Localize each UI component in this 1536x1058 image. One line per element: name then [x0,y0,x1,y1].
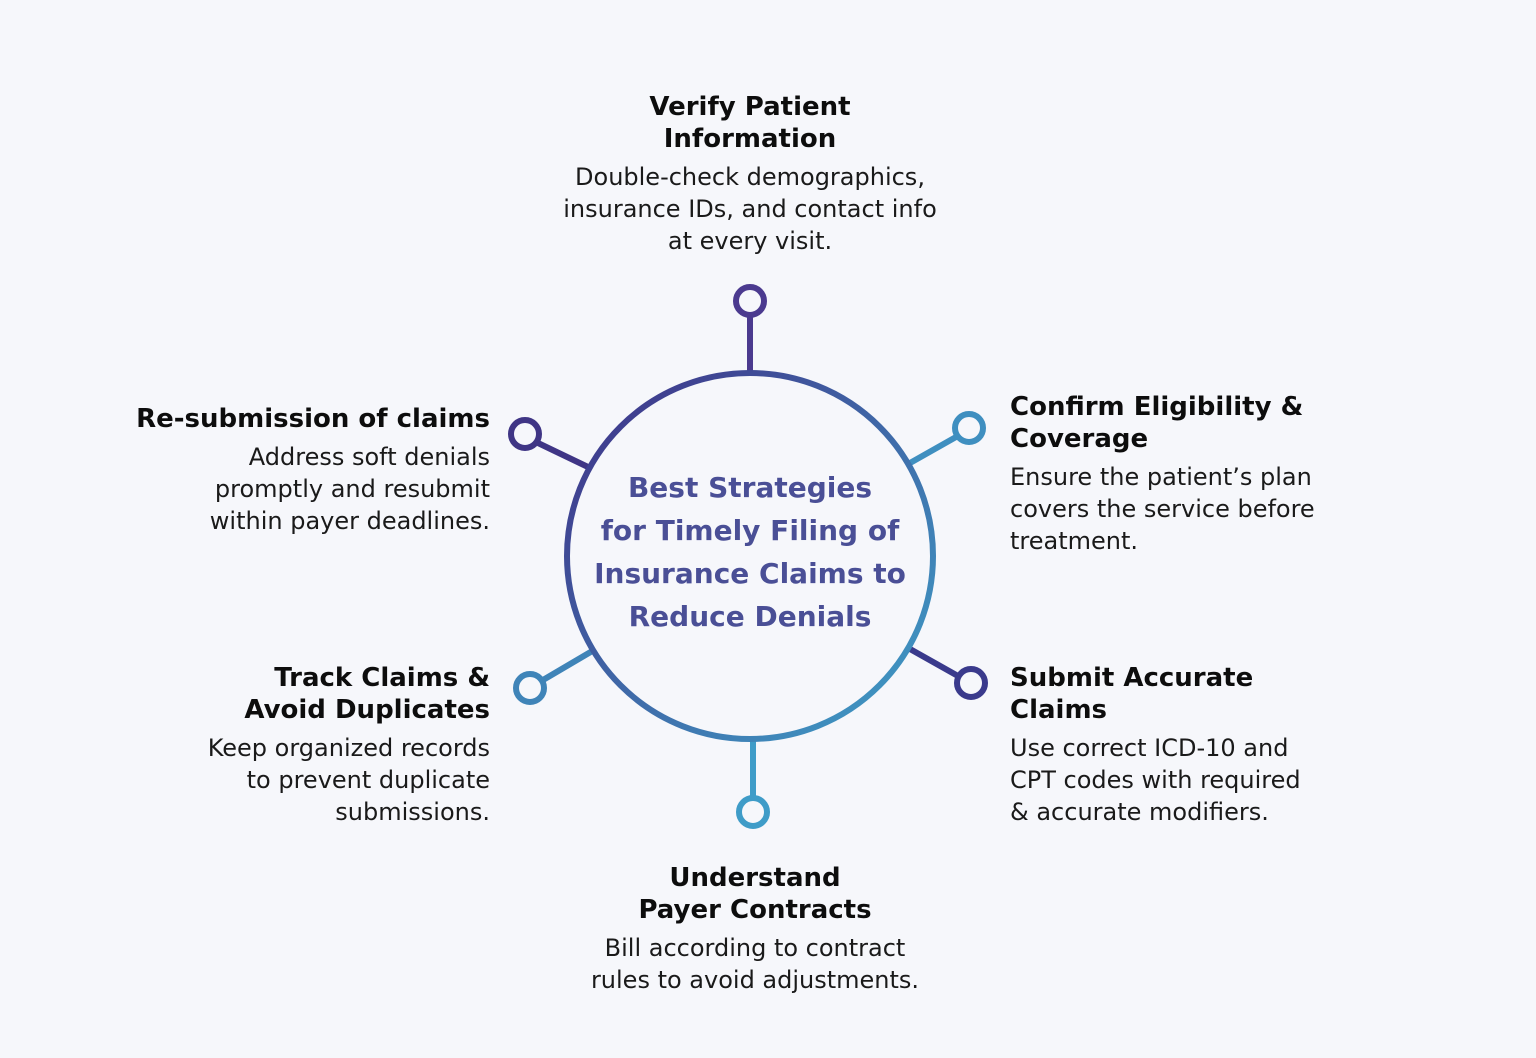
strategy-desc-line: treatment. [1010,527,1139,555]
strategy-confirm-eligibility: Confirm Eligibility & Coverage Ensure th… [1010,391,1370,557]
strategy-desc-line: Use correct ICD-10 and [1010,734,1289,762]
strategy-title: Re-submission of claims [110,403,490,435]
node-top [733,284,767,318]
strategy-description: Double-check demographics, insurance IDs… [540,161,960,257]
strategy-title-line: Payer Contracts [638,895,872,925]
node-upper-right [952,411,986,445]
strategy-desc-line: Bill according to contract [604,934,906,962]
strategy-desc-line: Keep organized records [207,734,490,762]
center-ring [564,370,936,742]
strategy-desc-line: covers the service before [1010,495,1315,523]
strategy-desc-line: at every visit. [667,227,833,255]
strategy-title-line: Information [663,124,837,154]
strategy-desc-line: promptly and resubmit [214,475,490,503]
strategy-title-line: Verify Patient [649,92,851,122]
center-title: Best Strategies for Timely Filing of Ins… [585,466,915,638]
strategy-desc-line: Address soft denials [248,443,490,471]
connector-upper-left [535,440,591,470]
strategy-description: Keep organized records to prevent duplic… [170,732,490,828]
strategy-resubmission-of-claims: Re-submission of claims Address soft den… [110,403,490,537]
strategy-submit-accurate-claims: Submit Accurate Claims Use correct ICD-1… [1010,662,1370,828]
strategy-understand-payer-contracts: Understand Payer Contracts Bill accordin… [540,862,970,996]
strategy-desc-line: within payer deadlines. [209,507,490,535]
strategy-track-claims: Track Claims & Avoid Duplicates Keep org… [150,662,490,828]
strategy-title-line: Understand [669,863,841,893]
center-title-line: Best Strategies [627,471,873,504]
strategy-desc-line: Ensure the patient’s plan [1010,463,1312,491]
strategy-description: Address soft denials promptly and resubm… [170,441,490,537]
strategy-title-line: Track Claims & [274,663,490,693]
strategy-verify-patient-information: Verify Patient Information Double-check … [520,91,980,257]
strategy-title: Confirm Eligibility & Coverage [1010,391,1370,455]
strategy-description: Bill according to contract rules to avoi… [565,932,945,996]
strategy-title: Understand Payer Contracts [625,862,885,926]
center-title-line: for Timely Filing of [600,514,900,547]
strategy-desc-line: to prevent duplicate [246,766,490,794]
strategy-desc-line: rules to avoid adjustments. [590,966,920,994]
strategy-desc-line: insurance IDs, and contact info [563,195,937,223]
strategy-description: Ensure the patient’s plan covers the ser… [1010,461,1350,557]
strategy-title: Verify Patient Information [620,91,880,155]
strategy-desc-line: CPT codes with required [1010,766,1301,794]
strategy-desc-line: & accurate modifiers. [1010,798,1269,826]
node-lower-right [954,666,988,700]
strategy-title: Submit Accurate Claims [1010,662,1270,726]
strategy-title-line: Re-submission of claims [136,404,490,434]
center-title-line: Insurance Claims to [594,557,906,590]
strategy-description: Use correct ICD-10 and CPT codes with re… [1010,732,1330,828]
node-bottom [736,795,770,829]
strategy-title-line: Confirm Eligibility & [1010,392,1304,422]
connector-lower-right [907,646,961,679]
strategy-title-line: Coverage [1010,424,1149,454]
strategy-title-line: Avoid Duplicates [244,695,490,725]
strategy-desc-line: Double-check demographics, [575,163,925,191]
node-lower-left [513,671,547,705]
connector-upper-right [907,434,959,466]
node-upper-left [508,417,542,451]
center-title-line: Reduce Denials [628,600,872,633]
strategy-title: Track Claims & Avoid Duplicates [230,662,490,726]
strategy-title-line: Claims [1010,695,1108,725]
connector-lower-left [540,647,597,683]
strategy-title-line: Submit Accurate [1010,663,1254,693]
strategy-desc-line: submissions. [335,798,490,826]
